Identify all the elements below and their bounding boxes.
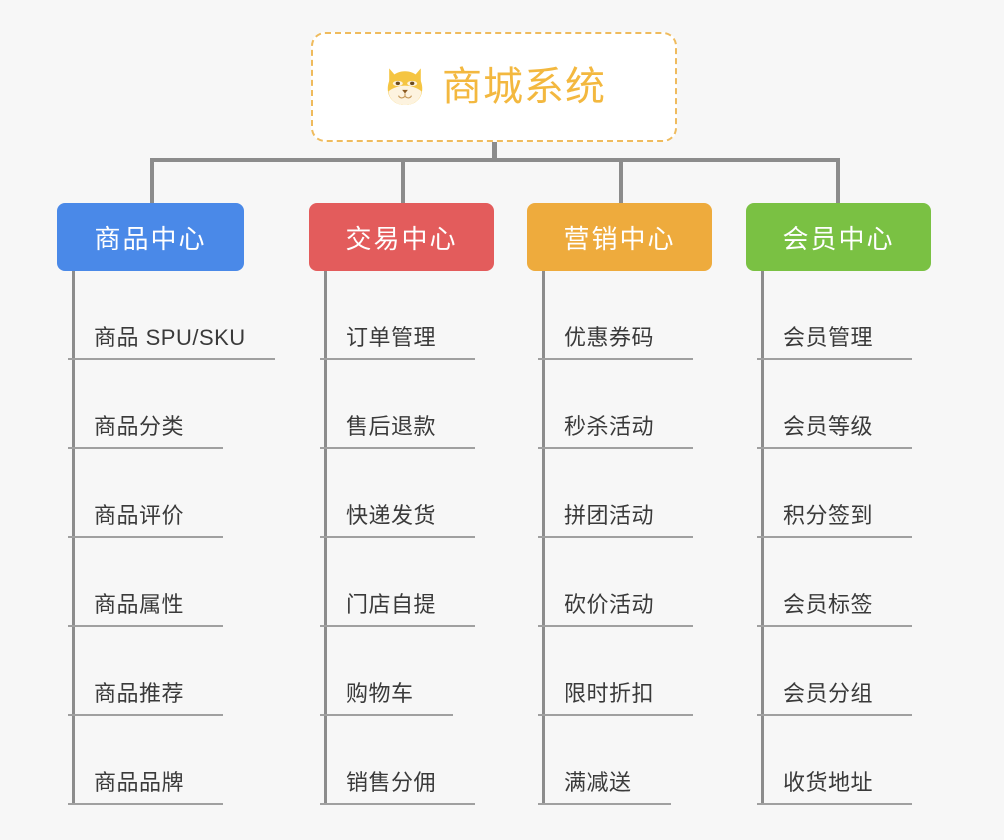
leaf-item-rule (538, 358, 693, 360)
category-header-3[interactable]: 营销中心 (527, 203, 712, 271)
leaf-item[interactable]: 商品推荐 (57, 627, 317, 716)
leaf-item-rule (538, 447, 693, 449)
leaf-item-rule (68, 803, 223, 805)
leaf-item[interactable]: 秒杀活动 (527, 360, 787, 449)
leaf-item-label: 会员分组 (783, 681, 874, 706)
category-header-label: 交易中心 (345, 223, 458, 254)
leaf-item-rule (757, 803, 912, 805)
leaf-item-label: 限时折扣 (564, 681, 655, 706)
leaf-item-rule (538, 625, 693, 627)
leaf-item[interactable]: 商品属性 (57, 538, 317, 627)
leaf-item-rule (757, 447, 912, 449)
leaf-item[interactable]: 商品品牌 (57, 716, 317, 805)
leaf-item[interactable]: 满减送 (527, 716, 787, 805)
leaf-item-label: 优惠券码 (564, 325, 655, 350)
leaf-item-label: 收货地址 (783, 770, 874, 795)
leaf-item[interactable]: 会员等级 (746, 360, 1004, 449)
leaf-item-rule (757, 358, 912, 360)
category-spine (324, 271, 327, 805)
leaf-list: 订单管理售后退款快递发货门店自提购物车销售分佣 (309, 271, 569, 805)
leaf-item[interactable]: 售后退款 (309, 360, 569, 449)
leaf-item-label: 快递发货 (346, 503, 437, 528)
leaf-item-label: 会员等级 (783, 414, 874, 439)
category-header-label: 营销中心 (563, 223, 676, 254)
leaf-item-label: 门店自提 (346, 592, 437, 617)
leaf-list: 商品 SPU/SKU 商品分类商品评价商品属性商品推荐商品品牌 (57, 271, 317, 805)
leaf-item-label: 商品属性 (94, 592, 185, 617)
leaf-item-label: 销售分佣 (346, 770, 437, 795)
category-header-label: 会员中心 (782, 223, 895, 254)
leaf-item-rule (538, 803, 671, 805)
connector-drop-3 (619, 158, 623, 205)
leaf-item[interactable]: 会员标签 (746, 538, 1004, 627)
leaf-item-rule (757, 714, 912, 716)
shiba-dog-icon (387, 68, 423, 105)
connector-bus (150, 158, 840, 162)
leaf-item[interactable]: 会员管理 (746, 271, 1004, 360)
category-spine (542, 271, 545, 805)
category-header-2[interactable]: 交易中心 (309, 203, 494, 271)
leaf-item-label: 商品分类 (94, 414, 185, 439)
leaf-item[interactable]: 收货地址 (746, 716, 1004, 805)
leaf-item-rule (68, 714, 223, 716)
leaf-item-label: 满减送 (564, 770, 632, 795)
category-spine (761, 271, 764, 805)
leaf-item-rule (320, 358, 475, 360)
root-title: 商城系统 (442, 65, 606, 109)
leaf-item[interactable]: 购物车 (309, 627, 569, 716)
leaf-item[interactable]: 订单管理 (309, 271, 569, 360)
leaf-item-label: 会员标签 (783, 592, 874, 617)
leaf-item[interactable]: 商品评价 (57, 449, 317, 538)
leaf-item-rule (320, 447, 475, 449)
leaf-item[interactable]: 销售分佣 (309, 716, 569, 805)
leaf-item[interactable]: 限时折扣 (527, 627, 787, 716)
leaf-item-label: 砍价活动 (564, 592, 655, 617)
leaf-item[interactable]: 会员分组 (746, 627, 1004, 716)
category-spine (72, 271, 75, 805)
connector-drop-2 (401, 158, 405, 205)
leaf-item-label: 商品 SPU/SKU (94, 325, 246, 350)
category-header-label: 商品中心 (94, 223, 207, 254)
leaf-item[interactable]: 拼团活动 (527, 449, 787, 538)
leaf-item-rule (68, 358, 275, 360)
leaf-item-label: 积分签到 (783, 503, 874, 528)
leaf-list: 优惠券码秒杀活动拼团活动砍价活动限时折扣满减送 (527, 271, 787, 805)
connector-drop-1 (150, 158, 154, 205)
leaf-list: 会员管理会员等级积分签到会员标签会员分组收货地址 (746, 271, 1004, 805)
leaf-item-label: 会员管理 (783, 325, 874, 350)
connector-root-stem (492, 142, 497, 162)
root-node[interactable]: 商城系统 (311, 32, 677, 142)
leaf-item-rule (757, 536, 912, 538)
leaf-item-label: 秒杀活动 (564, 414, 655, 439)
leaf-item-label: 售后退款 (346, 414, 437, 439)
leaf-item[interactable]: 门店自提 (309, 538, 569, 627)
leaf-item-label: 拼团活动 (564, 503, 655, 528)
leaf-item[interactable]: 商品分类 (57, 360, 317, 449)
leaf-item-rule (320, 536, 475, 538)
leaf-item-rule (68, 625, 223, 627)
leaf-item-rule (68, 447, 223, 449)
leaf-item-rule (538, 536, 693, 538)
leaf-item[interactable]: 积分签到 (746, 449, 1004, 538)
leaf-item[interactable]: 优惠券码 (527, 271, 787, 360)
leaf-item-label: 商品品牌 (94, 770, 185, 795)
connector-drop-4 (836, 158, 840, 205)
category-header-1[interactable]: 商品中心 (57, 203, 244, 271)
leaf-item-rule (320, 625, 475, 627)
leaf-item-label: 商品评价 (94, 503, 185, 528)
leaf-item-label: 购物车 (346, 681, 414, 706)
leaf-item[interactable]: 商品 SPU/SKU (57, 271, 317, 360)
leaf-item-label: 订单管理 (346, 325, 437, 350)
leaf-item-rule (320, 714, 453, 716)
leaf-item-rule (757, 625, 912, 627)
leaf-item-rule (320, 803, 475, 805)
leaf-item-rule (68, 536, 223, 538)
leaf-item[interactable]: 快递发货 (309, 449, 569, 538)
leaf-item[interactable]: 砍价活动 (527, 538, 787, 627)
category-header-4[interactable]: 会员中心 (746, 203, 931, 271)
leaf-item-label: 商品推荐 (94, 681, 185, 706)
leaf-item-rule (538, 714, 693, 716)
